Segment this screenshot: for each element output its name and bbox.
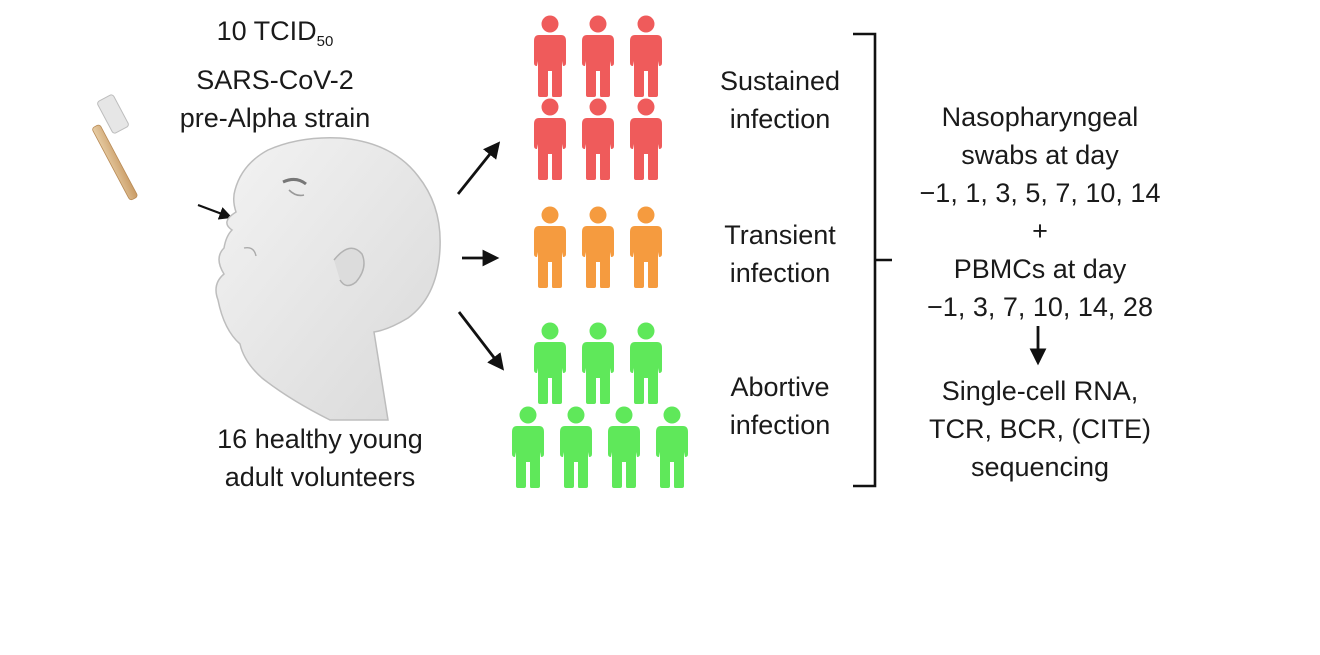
- volunteers-line1: 16 healthy young: [217, 424, 423, 454]
- abortive-label-line1: Abortive: [730, 372, 830, 402]
- inoculum-label: 10 TCID50 SARS-CoV-2 pre-Alpha strain: [140, 12, 410, 137]
- person-icon: [582, 98, 614, 180]
- dose-line: 10 TCID50: [140, 12, 410, 61]
- swab-days: −1, 1, 3, 5, 7, 10, 14: [919, 178, 1161, 208]
- transient-label-line2: infection: [729, 258, 831, 288]
- sampling-label: Nasopharyngeal swabs at day −1, 1, 3, 5,…: [890, 98, 1190, 326]
- strain-name: pre-Alpha strain: [179, 103, 371, 133]
- pbmc-days: −1, 3, 7, 10, 14, 28: [927, 292, 1153, 322]
- swabs-line2: swabs at day: [961, 140, 1119, 170]
- swabs-line1: Nasopharyngeal: [941, 102, 1139, 132]
- arrow-to-sustained: [456, 141, 501, 195]
- abortive-label-line2: infection: [729, 410, 831, 440]
- transient-infection-group: [534, 206, 662, 288]
- person-icon: [630, 206, 662, 288]
- person-icon: [630, 98, 662, 180]
- sequencing-line2: TCR, BCR, (CITE): [929, 414, 1151, 444]
- sustained-label-line2: infection: [729, 104, 831, 134]
- nasal-swab-icon: [92, 94, 138, 201]
- sustained-label-line1: Sustained: [719, 66, 841, 96]
- sequencing-line1: Single-cell RNA,: [941, 376, 1139, 406]
- sustained-label: Sustained infection: [695, 62, 865, 138]
- volunteer-head-icon: [215, 137, 441, 421]
- sequencing-line3: sequencing: [970, 452, 1110, 482]
- abortive-label: Abortive infection: [695, 368, 865, 444]
- dose-subscript: 50: [316, 33, 334, 50]
- grouping-bracket: [853, 32, 892, 488]
- pbmc-line1: PBMCs at day: [953, 254, 1127, 284]
- person-icon: [630, 322, 662, 404]
- person-icon: [534, 206, 566, 288]
- person-icon: [582, 322, 614, 404]
- person-icon: [560, 406, 592, 488]
- volunteers-label: 16 healthy young adult volunteers: [175, 420, 465, 496]
- person-icon: [534, 322, 566, 404]
- person-icon: [608, 406, 640, 488]
- swab-arrow: [197, 203, 233, 220]
- dose-text: 10 TCID: [216, 16, 317, 46]
- sequencing-label: Single-cell RNA, TCR, BCR, (CITE) sequen…: [890, 372, 1190, 486]
- transient-label: Transient infection: [695, 216, 865, 292]
- person-icon: [534, 98, 566, 180]
- person-icon: [656, 406, 688, 488]
- person-icon: [534, 15, 566, 97]
- arrow-to-abortive: [457, 311, 505, 371]
- person-icon: [512, 406, 544, 488]
- plus-sign: +: [1032, 216, 1048, 246]
- abortive-infection-group: [512, 322, 688, 488]
- person-icon: [582, 206, 614, 288]
- sustained-infection-group: [534, 15, 662, 180]
- virus-name: SARS-CoV-2: [196, 65, 354, 95]
- transient-label-line1: Transient: [724, 220, 836, 250]
- person-icon: [630, 15, 662, 97]
- volunteers-line2: adult volunteers: [224, 462, 416, 492]
- person-icon: [582, 15, 614, 97]
